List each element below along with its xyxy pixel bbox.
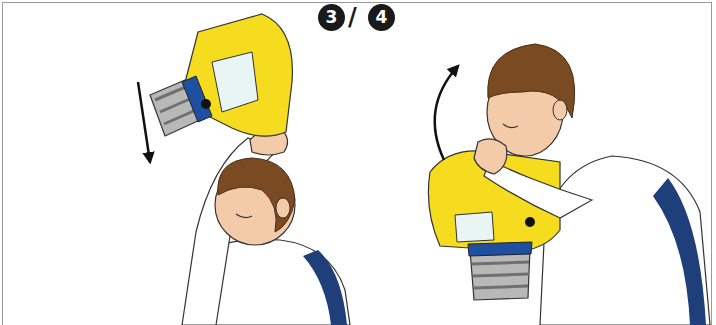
direction-arrow	[138, 82, 150, 162]
shirt	[540, 156, 710, 325]
hand	[474, 139, 507, 174]
valve	[525, 217, 535, 227]
escape-hood	[180, 14, 292, 136]
ear	[276, 198, 290, 218]
hood-visor	[212, 52, 258, 112]
valve	[201, 99, 211, 109]
hood-visor	[455, 212, 494, 242]
canister-ring	[472, 262, 529, 288]
overall-strap	[653, 178, 706, 325]
eye	[503, 124, 518, 128]
circle-fill	[368, 4, 395, 31]
overall-strap	[303, 250, 347, 325]
ear	[553, 100, 567, 120]
canister-collar	[182, 76, 212, 122]
direction-arrow	[435, 66, 458, 160]
hair	[218, 158, 295, 232]
step-number-circle: 4	[368, 4, 395, 31]
canister-collar	[468, 242, 532, 256]
callout-number: 4	[376, 9, 388, 26]
callout-number: 3	[326, 9, 338, 26]
separator-slash: /	[348, 5, 357, 29]
circle-fill	[318, 4, 345, 31]
step-number-circle: 3	[318, 4, 345, 31]
eye	[236, 214, 252, 218]
